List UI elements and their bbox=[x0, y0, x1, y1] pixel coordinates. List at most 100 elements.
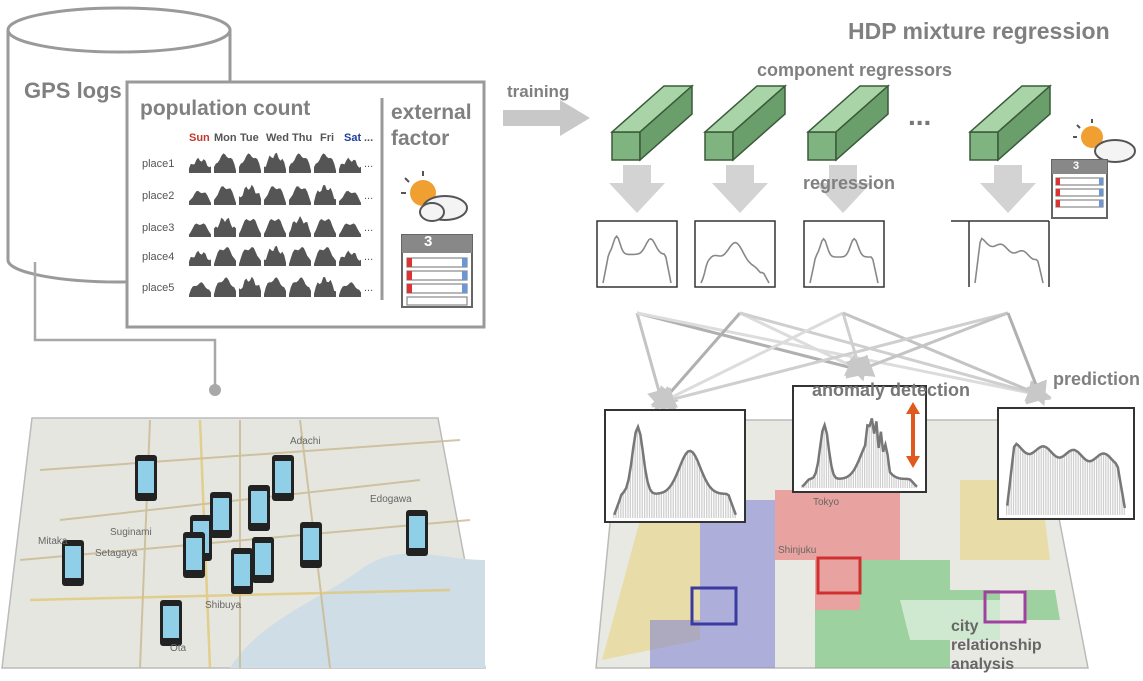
mix-line-0-2 bbox=[636, 311, 1052, 405]
result-histogram-3 bbox=[997, 407, 1135, 520]
row-ellipsis-2: ... bbox=[364, 190, 374, 202]
component-regressors bbox=[610, 84, 1052, 162]
map-label-7: Tokyo bbox=[813, 497, 840, 508]
map-label-4: Ota bbox=[170, 643, 187, 654]
region-box-purple bbox=[983, 590, 1027, 624]
sparkline-1-0 bbox=[189, 157, 211, 173]
row-ellipsis-5: ... bbox=[364, 282, 374, 294]
sparkline-3-6 bbox=[339, 223, 361, 237]
sparkline-4-4 bbox=[289, 247, 311, 266]
calendar-day-label: 3 bbox=[424, 233, 433, 250]
sparkline-2-5 bbox=[314, 185, 336, 205]
output-plot-3 bbox=[803, 220, 885, 288]
sparkline-5-1 bbox=[214, 277, 236, 297]
prediction-label: prediction bbox=[1053, 369, 1141, 389]
population-count-label: population count bbox=[140, 97, 311, 120]
smartphone-icon-3 bbox=[248, 485, 270, 531]
regressor-prism-2 bbox=[703, 84, 787, 162]
map-label-6: Edogawa bbox=[370, 494, 412, 505]
sparkline-4-5 bbox=[314, 247, 336, 266]
regressor-prism-4 bbox=[968, 84, 1052, 162]
map-label-8: Shinjuku bbox=[778, 545, 817, 556]
smartphone-icon-2 bbox=[272, 455, 294, 501]
sparkline-4-3 bbox=[264, 245, 286, 266]
regressor-output-plots bbox=[596, 220, 1050, 288]
place-label-4: place4 bbox=[142, 251, 175, 263]
smartphone-icon-4 bbox=[210, 492, 232, 538]
hdp-title: HDP mixture regression bbox=[848, 18, 1110, 44]
gps-logs-label: GPS logs bbox=[24, 78, 122, 103]
smartphone-icon-9 bbox=[252, 537, 274, 583]
smartphone-icon-7 bbox=[183, 532, 205, 578]
region-box-red bbox=[816, 556, 862, 595]
smartphone-markers bbox=[62, 455, 428, 646]
regressor-prism-3 bbox=[806, 84, 890, 162]
sparkline-3-4 bbox=[289, 216, 311, 237]
sparkline-5-0 bbox=[189, 282, 211, 297]
sparkline-2-6 bbox=[339, 190, 361, 205]
weather-icon bbox=[401, 171, 468, 222]
anomaly-detection-label: anomaly detection bbox=[812, 380, 971, 400]
mix-line-2-2 bbox=[842, 311, 1052, 402]
region-box-blue bbox=[690, 586, 738, 626]
day-header-4: Thu bbox=[292, 132, 313, 144]
output-plot-4 bbox=[951, 220, 1050, 287]
smartphone-icon-10 bbox=[231, 548, 253, 594]
calendar-day-label-right: 3 bbox=[1073, 160, 1080, 172]
training-label: training bbox=[507, 82, 570, 101]
sparkline-1-4 bbox=[289, 153, 311, 173]
map-label-5: Adachi bbox=[290, 436, 321, 447]
sparkline-2-2 bbox=[239, 184, 261, 205]
regressor-prism-1 bbox=[610, 84, 694, 162]
sparkline-1-1 bbox=[214, 153, 236, 173]
sparkline-2-0 bbox=[189, 190, 211, 205]
result-histograms bbox=[604, 385, 1135, 523]
map-label-1: Setagaya bbox=[95, 548, 138, 559]
sparkline-2-3 bbox=[264, 186, 286, 205]
sparkline-3-3 bbox=[264, 218, 286, 237]
sparkline-5-3 bbox=[264, 277, 286, 297]
regression-label: regression bbox=[803, 173, 896, 193]
population-sparklines bbox=[189, 152, 361, 297]
sparkline-1-2 bbox=[239, 153, 261, 173]
mixture-lines bbox=[635, 311, 1052, 414]
result-histogram-1 bbox=[604, 409, 746, 523]
smartphone-icon-11 bbox=[406, 510, 428, 556]
day-header-7: ... bbox=[364, 132, 374, 144]
calendar-icon bbox=[401, 234, 473, 308]
training-arrow bbox=[503, 100, 590, 136]
mix-line-3-0 bbox=[650, 311, 1009, 411]
regressor-ellipsis: ... bbox=[908, 100, 932, 131]
sparkline-3-1 bbox=[214, 217, 236, 237]
map-label-3: Shibuya bbox=[205, 600, 242, 611]
day-header-6: Sat bbox=[344, 132, 362, 144]
place-label-1: place1 bbox=[142, 158, 175, 170]
place-label-5: place5 bbox=[142, 282, 175, 294]
smartphone-icon-1 bbox=[135, 455, 157, 501]
down-arrow-3 bbox=[815, 165, 871, 213]
sparkline-4-2 bbox=[239, 247, 261, 266]
external-factor-label: external factor bbox=[391, 101, 472, 150]
sparkline-5-4 bbox=[289, 277, 311, 297]
map-label-9: Mitaka bbox=[38, 536, 68, 547]
smartphone-icon-6 bbox=[62, 540, 84, 586]
regression-arrows bbox=[609, 165, 1036, 213]
place-label-3: place3 bbox=[142, 222, 175, 234]
sparkline-1-5 bbox=[314, 153, 336, 173]
sparkline-1-6 bbox=[339, 157, 361, 173]
db-to-map-connector bbox=[33, 262, 217, 388]
sparkline-1-3 bbox=[264, 152, 286, 173]
sparkline-4-6 bbox=[339, 250, 361, 266]
day-header-3: Wed bbox=[266, 132, 290, 144]
mix-line-0-0 bbox=[635, 312, 671, 414]
mix-line-1-2 bbox=[739, 311, 1052, 404]
sparkline-5-5 bbox=[314, 277, 336, 297]
down-arrow-4 bbox=[980, 165, 1036, 213]
sparkline-2-1 bbox=[214, 186, 236, 205]
map-label-2: Suginami bbox=[110, 527, 152, 538]
day-header-5: Fri bbox=[320, 132, 335, 144]
anomaly-arrow-icon bbox=[906, 402, 920, 468]
day-header-0: Sun bbox=[189, 132, 210, 144]
